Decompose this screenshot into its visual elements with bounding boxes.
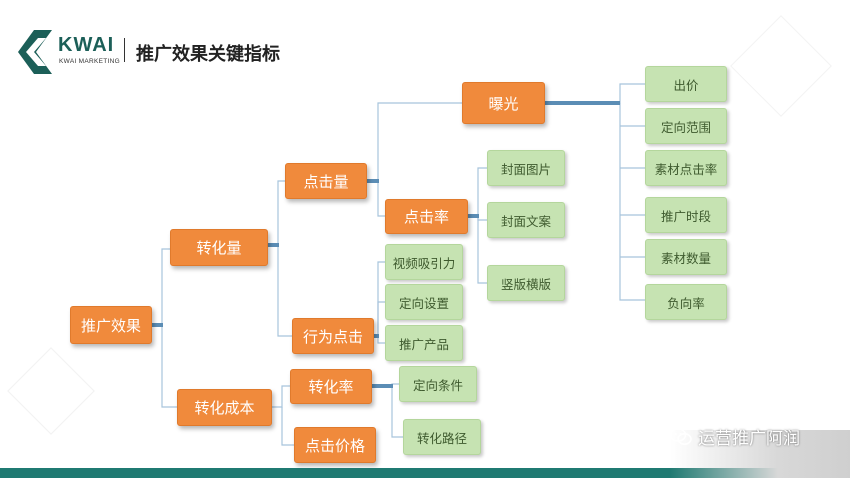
node-targeting-conditions: 定向条件	[399, 366, 477, 402]
node-conversion-rate: 转化率	[290, 369, 372, 404]
node-cover-image: 封面图片	[487, 150, 565, 186]
node-orientation: 竖版横版	[487, 265, 565, 301]
node-bid: 出价	[645, 66, 727, 102]
footer-watermark-bg	[670, 430, 850, 478]
node-negative-rate: 负向率	[645, 284, 727, 320]
node-conversion-cost: 转化成本	[177, 389, 272, 426]
logo-text: KWAI	[58, 34, 115, 56]
node-material-count: 素材数量	[645, 239, 727, 275]
node-promoted-product: 推广产品	[385, 325, 463, 361]
header-divider	[124, 38, 125, 62]
node-conversion-path: 转化路径	[403, 419, 481, 455]
node-video-appeal: 视频吸引力	[385, 244, 463, 280]
node-promo-period: 推广时段	[645, 197, 727, 233]
node-root: 推广效果	[70, 306, 152, 344]
author-credit-text: 运营推广阿润	[698, 429, 800, 449]
node-clicks: 点击量	[285, 163, 367, 199]
page-title: 推广效果关键指标	[136, 44, 280, 65]
node-click-price: 点击价格	[294, 427, 376, 463]
node-exposure: 曝光	[462, 82, 545, 124]
wechat-icon	[670, 427, 692, 445]
kwai-logo: KWAI KWAI MARKETING	[18, 30, 138, 74]
node-material-ctr: 素材点击率	[645, 150, 727, 186]
footer-bar	[0, 468, 850, 478]
node-ctr: 点击率	[385, 199, 468, 234]
node-conversion-volume: 转化量	[170, 229, 268, 266]
node-action-clicks: 行为点击	[292, 318, 374, 354]
node-targeting-range: 定向范围	[645, 108, 727, 144]
author-credit: 运营推广阿润	[670, 424, 800, 449]
node-cover-text: 封面文案	[487, 202, 565, 238]
logo-subtext: KWAI MARKETING	[59, 58, 121, 65]
kwai-logo-icon	[18, 30, 52, 74]
node-targeting-settings: 定向设置	[385, 284, 463, 320]
